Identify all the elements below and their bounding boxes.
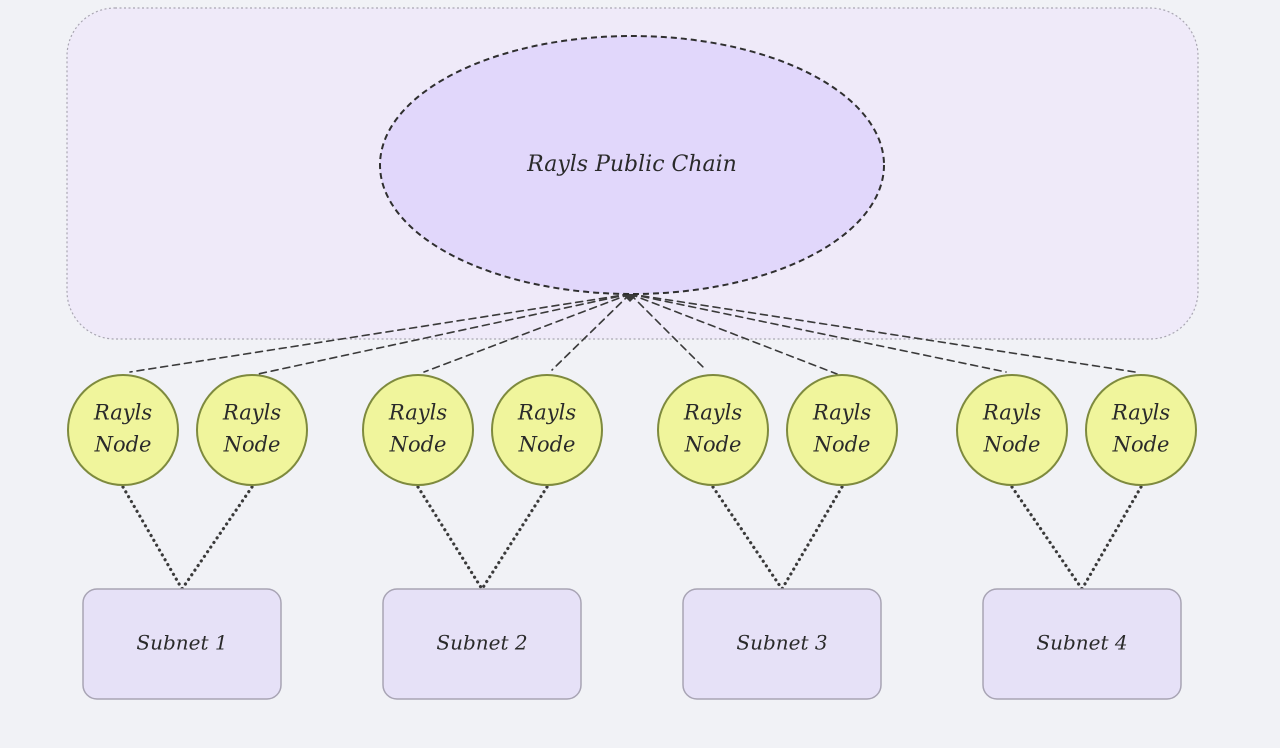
chain-connector-7 bbox=[629, 293, 1007, 373]
subnet-2[interactable]: Subnet 2 bbox=[382, 588, 582, 700]
rayls-node-4[interactable]: Rayls Node bbox=[491, 374, 603, 486]
node-label-line2: Node bbox=[389, 433, 447, 457]
node-label-line1: Rayls bbox=[222, 401, 281, 425]
subnet-4-label: Subnet 4 bbox=[1036, 631, 1127, 655]
subnet-connector-3 bbox=[416, 485, 484, 591]
node-label-line2: Node bbox=[223, 433, 281, 457]
public-chain-ellipse[interactable] bbox=[379, 35, 885, 295]
node-label-line1: Rayls bbox=[1111, 401, 1170, 425]
chain-connector-6 bbox=[629, 293, 838, 375]
node-label-line2: Node bbox=[813, 433, 871, 457]
subnet-connector-1 bbox=[121, 485, 184, 591]
subnet-1-label: Subnet 1 bbox=[136, 631, 227, 655]
connector-lines bbox=[121, 293, 1143, 591]
subnet-connector-7 bbox=[1010, 485, 1084, 591]
node-label-line1: Rayls bbox=[982, 401, 1041, 425]
node-label-line1: Rayls bbox=[93, 401, 152, 425]
rayls-node-1[interactable]: Rayls Node bbox=[67, 374, 179, 486]
chain-connector-2 bbox=[257, 293, 631, 375]
subnet-1[interactable]: Subnet 1 bbox=[82, 588, 282, 700]
node-label-line1: Rayls bbox=[812, 401, 871, 425]
node-label-line1: Rayls bbox=[517, 401, 576, 425]
node-label-line1: Rayls bbox=[388, 401, 447, 425]
subnet-connector-8 bbox=[1080, 485, 1143, 591]
chain-connector-3 bbox=[423, 293, 631, 373]
node-label-line1: Rayls bbox=[683, 401, 742, 425]
chain-connector-apex-icon bbox=[622, 294, 638, 302]
subnets: Subnet 1 Subnet 2 Subnet 3 Subnet 4 bbox=[82, 588, 1182, 700]
chain-connector-4 bbox=[551, 293, 631, 371]
node-label-line2: Node bbox=[94, 433, 152, 457]
public-chain-label: Rayls Public Chain bbox=[526, 152, 737, 177]
rayls-node-3[interactable]: Rayls Node bbox=[362, 374, 474, 486]
subnet-3-label: Subnet 3 bbox=[736, 631, 827, 655]
rayls-node-5[interactable]: Rayls Node bbox=[657, 374, 769, 486]
subnet-connector-2 bbox=[180, 485, 254, 591]
node-label-line2: Node bbox=[983, 433, 1041, 457]
chain-connector-1 bbox=[129, 293, 631, 373]
node-label-line2: Node bbox=[1112, 433, 1170, 457]
subnet-connector-6 bbox=[780, 485, 844, 591]
subnet-connector-4 bbox=[480, 485, 549, 591]
node-label-line2: Node bbox=[518, 433, 576, 457]
subnet-connector-5 bbox=[711, 485, 784, 591]
node-label-line2: Node bbox=[684, 433, 742, 457]
subnet-2-label: Subnet 2 bbox=[436, 631, 527, 655]
rayls-node-6[interactable]: Rayls Node bbox=[786, 374, 898, 486]
rayls-node-2[interactable]: Rayls Node bbox=[196, 374, 308, 486]
rayls-node-8[interactable]: Rayls Node bbox=[1085, 374, 1197, 486]
chain-connector-5 bbox=[629, 293, 707, 371]
rayls-node-7[interactable]: Rayls Node bbox=[956, 374, 1068, 486]
rayls-nodes: Rayls Node Rayls Node Rayls Node Rayls N… bbox=[67, 374, 1197, 486]
subnet-4[interactable]: Subnet 4 bbox=[982, 588, 1182, 700]
subnet-3[interactable]: Subnet 3 bbox=[682, 588, 882, 700]
chain-connector-8 bbox=[629, 293, 1136, 373]
